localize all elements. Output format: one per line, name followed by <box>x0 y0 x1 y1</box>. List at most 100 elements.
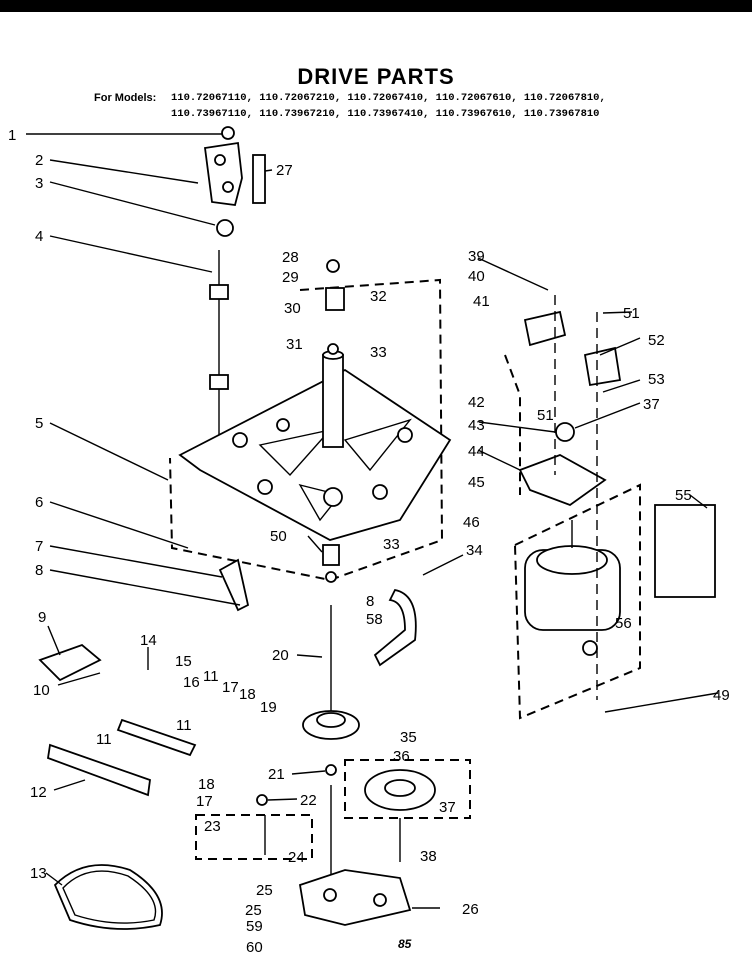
cam-bracket-part <box>203 141 243 206</box>
nut-part-33b <box>325 571 337 583</box>
cover-part-55 <box>654 504 716 598</box>
callout-15: 15 <box>175 653 192 670</box>
callout-29: 29 <box>282 269 299 286</box>
callout-4: 4 <box>35 228 43 245</box>
callout-20: 20 <box>272 647 289 664</box>
callout-18a: 18 <box>239 686 256 703</box>
callout-7: 7 <box>35 538 43 555</box>
callout-37b: 37 <box>439 799 456 816</box>
pulley-part-38 <box>364 769 436 862</box>
motor-group-box <box>513 483 641 720</box>
bushing-part-3 <box>216 219 234 237</box>
capacitor-part-56 <box>582 640 598 656</box>
callout-12: 12 <box>30 784 47 801</box>
bushing-part-32 <box>325 287 345 311</box>
models-line-2: 110.73967110, 110.73967210, 110.73967410… <box>171 108 600 120</box>
callout-2: 2 <box>35 152 43 169</box>
models-line-1: 110.72067110, 110.72067210, 110.72067410… <box>171 92 606 104</box>
callout-10: 10 <box>33 682 50 699</box>
callout-34: 34 <box>466 542 483 559</box>
top-border-bar <box>0 0 752 12</box>
leader-lines <box>26 133 719 909</box>
callout-17a: 17 <box>222 679 239 696</box>
callout-59: 59 <box>246 918 263 935</box>
callout-22: 22 <box>300 792 317 809</box>
callout-23: 23 <box>204 818 221 835</box>
rod-part-4 <box>209 250 229 450</box>
gearcase-part-26 <box>298 869 412 926</box>
callout-21: 21 <box>268 766 285 783</box>
callout-33a: 33 <box>370 344 387 361</box>
callout-1: 1 <box>8 127 16 144</box>
bracket-part-12 <box>46 743 151 797</box>
callout-39: 39 <box>468 248 485 265</box>
callout-55: 55 <box>675 487 692 504</box>
callout-50: 50 <box>270 528 287 545</box>
shaft-group-box <box>195 814 313 860</box>
bracket-part-7 <box>218 558 250 612</box>
callout-40: 40 <box>468 268 485 285</box>
callout-6: 6 <box>35 494 43 511</box>
callout-37a: 37 <box>643 396 660 413</box>
callout-13: 13 <box>30 865 47 882</box>
bushing-part-50 <box>322 544 340 566</box>
callout-11c: 11 <box>176 717 192 734</box>
callout-27: 27 <box>276 162 293 179</box>
callout-18b: 18 <box>198 776 215 793</box>
callout-16: 16 <box>183 674 200 691</box>
callout-44: 44 <box>468 443 485 460</box>
nut-part-43 <box>555 422 575 442</box>
callout-52: 52 <box>648 332 665 349</box>
pulley-group-box <box>344 759 471 819</box>
washer-part-22 <box>256 794 268 806</box>
callout-35: 35 <box>400 729 417 746</box>
callout-49: 49 <box>713 687 730 704</box>
callout-19: 19 <box>260 699 277 716</box>
switch-part-9 <box>38 643 102 682</box>
callout-5: 5 <box>35 415 43 432</box>
bracket-part-40 <box>523 310 567 347</box>
callout-25b: 25 <box>245 902 262 919</box>
callout-53: 53 <box>648 371 665 388</box>
screw-part-1 <box>221 126 235 140</box>
callout-25a: 25 <box>256 882 273 899</box>
callout-33b: 33 <box>383 536 400 553</box>
callout-3: 3 <box>35 175 43 192</box>
callout-51a: 51 <box>623 305 640 322</box>
callout-38: 38 <box>420 848 437 865</box>
callout-24: 24 <box>288 849 305 866</box>
callout-36: 36 <box>393 748 410 765</box>
washer-part-21 <box>325 764 337 776</box>
callout-14: 14 <box>140 632 157 649</box>
callout-31: 31 <box>286 336 303 353</box>
callout-8b: 8 <box>366 593 374 610</box>
bracket-group-box <box>504 354 521 495</box>
cap-part-28 <box>326 259 340 273</box>
base-plate-group-box <box>169 278 444 582</box>
callout-43: 43 <box>468 417 485 434</box>
callout-32: 32 <box>370 288 387 305</box>
callout-51b: 51 <box>537 407 554 424</box>
callout-9: 9 <box>38 609 46 626</box>
bracket-part-52 <box>583 346 622 387</box>
callout-8: 8 <box>35 562 43 579</box>
callout-56: 56 <box>615 615 632 632</box>
motor-part-46 <box>524 520 621 631</box>
callout-42: 42 <box>468 394 485 411</box>
diagram-title: DRIVE PARTS <box>297 64 455 89</box>
motor-mount-part-44 <box>518 454 607 507</box>
callout-30: 30 <box>284 300 301 317</box>
models-label: For Models: <box>94 92 157 104</box>
callout-58: 58 <box>366 611 383 628</box>
callout-60: 60 <box>246 939 263 956</box>
callout-26: 26 <box>462 901 479 918</box>
hose-part-58 <box>373 588 417 667</box>
callout-11b: 11 <box>96 731 112 748</box>
callout-46: 46 <box>463 514 480 531</box>
base-plate-part <box>178 368 452 541</box>
center-post-part <box>322 350 344 448</box>
callout-11a: 11 <box>203 668 219 685</box>
nut-part-33 <box>327 343 339 355</box>
belt-part-13 <box>53 864 163 930</box>
